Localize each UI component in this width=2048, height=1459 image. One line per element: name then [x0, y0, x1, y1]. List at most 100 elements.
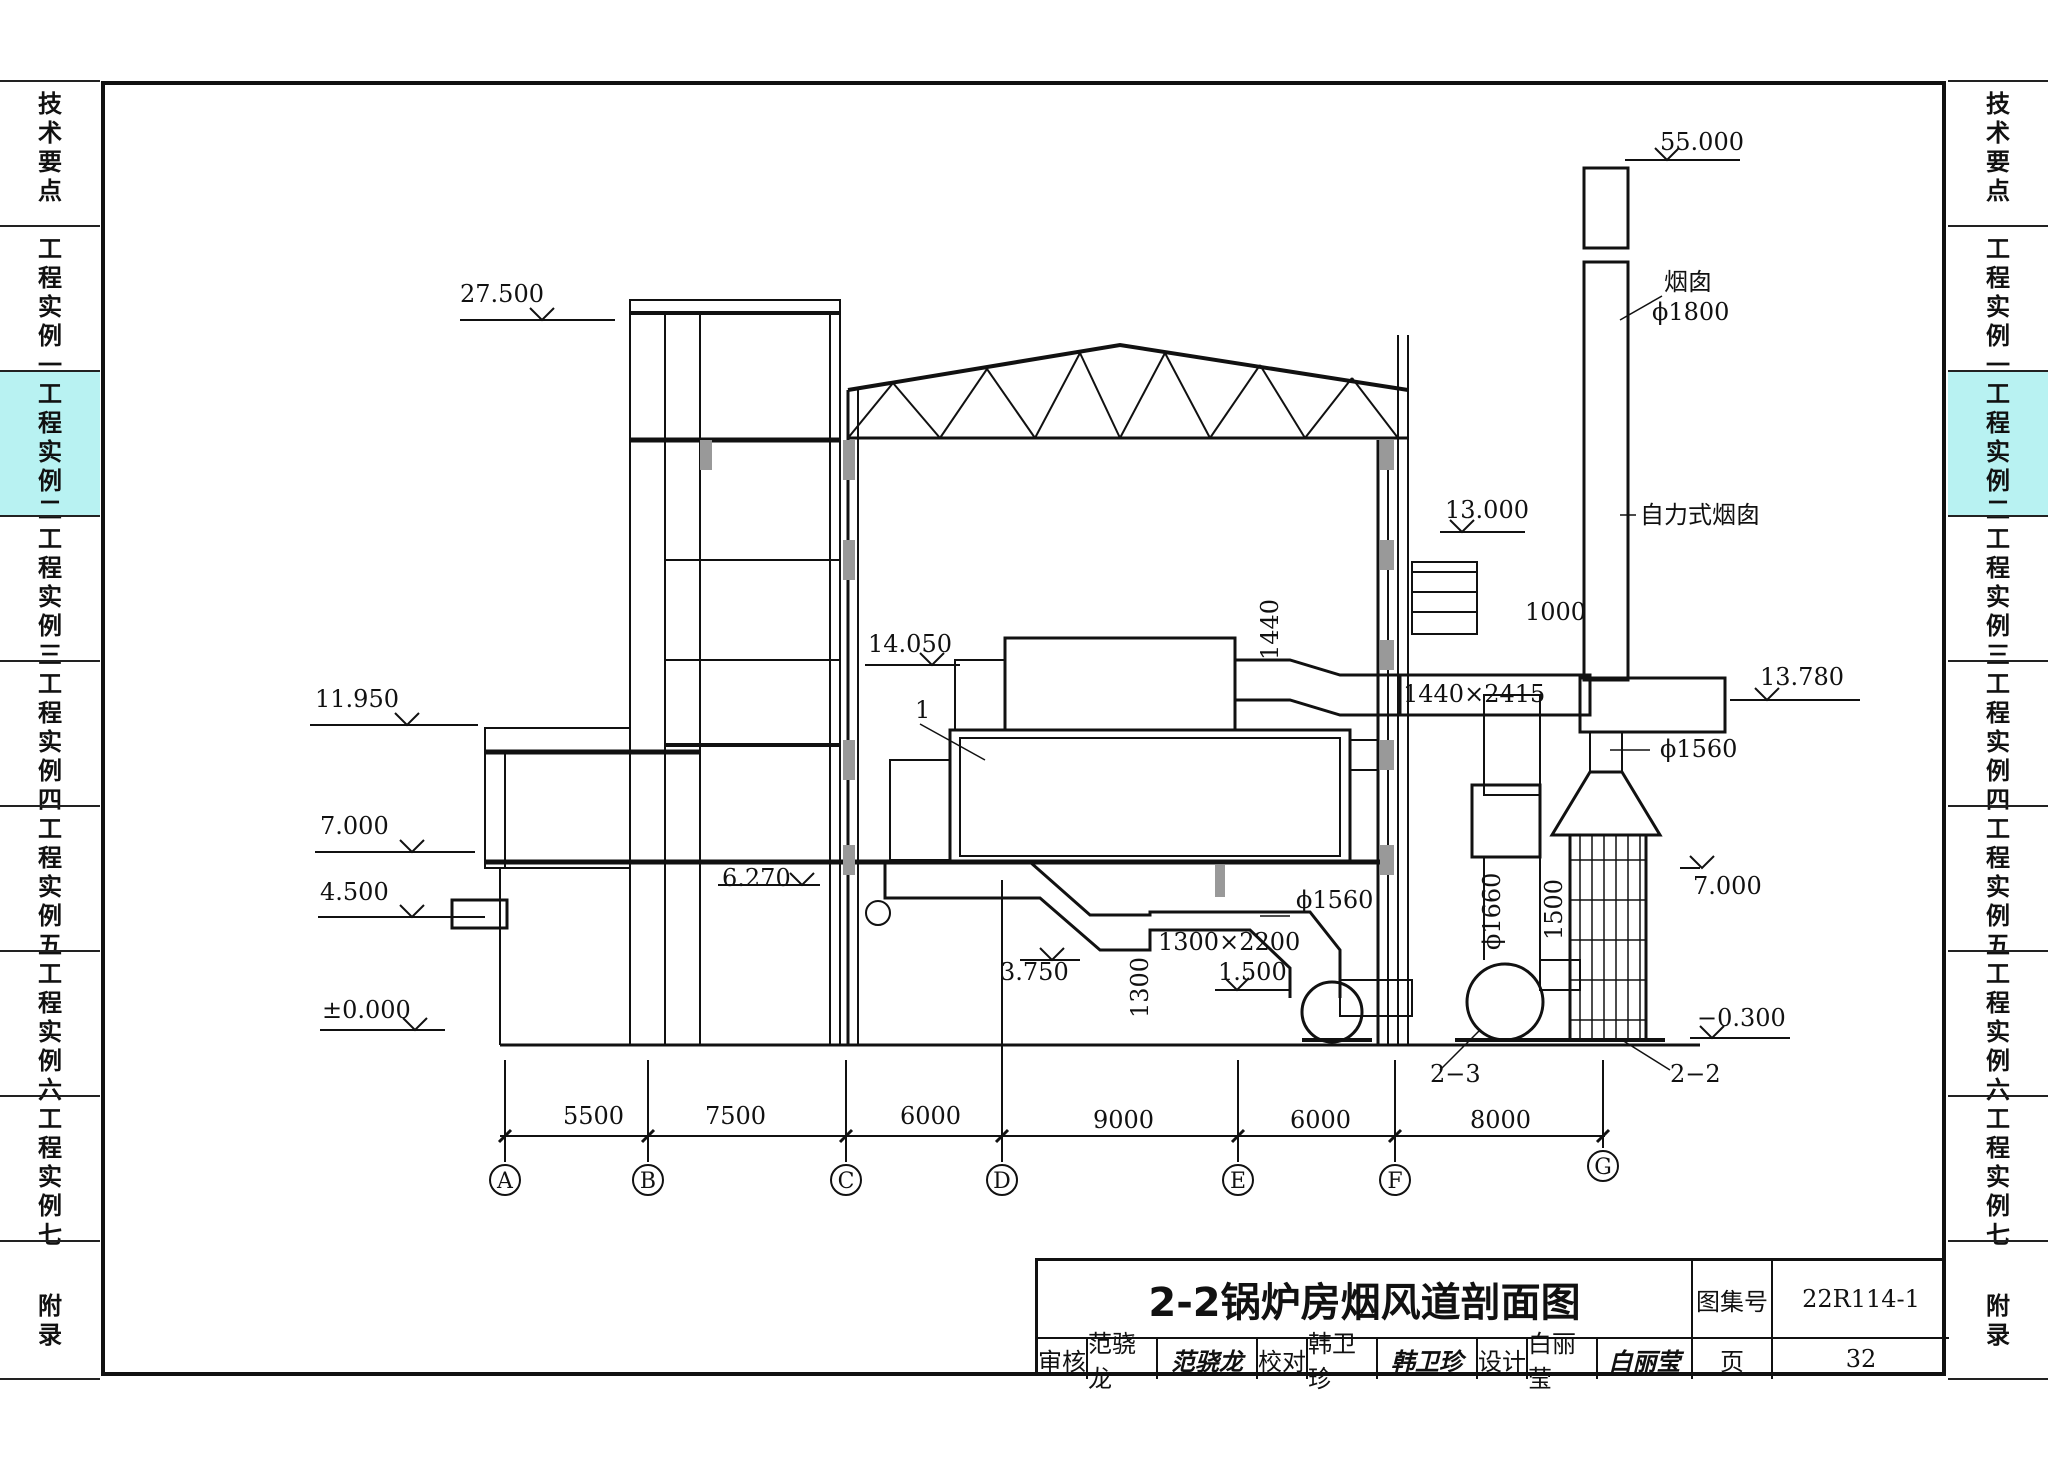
- tab-label: 工程实例六: [1986, 960, 2010, 1104]
- title-block: 2-2锅炉房烟风道剖面图 图集号 22R114-1 审核 范骁龙 范骁龙 校对 …: [1035, 1258, 1949, 1393]
- tab-label: 技术要点: [1986, 90, 2010, 205]
- span-e-f: 6000: [1290, 1106, 1351, 1134]
- axis-c: C: [838, 1169, 855, 1194]
- tab-technical-points[interactable]: 技术要点: [0, 80, 100, 225]
- designer-name: 白丽莹: [1528, 1330, 1598, 1393]
- tab-example-3[interactable]: 工程实例三: [1948, 515, 2048, 669]
- axis-f: F: [1387, 1169, 1402, 1194]
- chimney-hopper: [1549, 770, 1663, 837]
- checker-name: 韩卫珍: [1308, 1330, 1378, 1393]
- tab-label: 工程实例三: [38, 525, 62, 669]
- checker-signature: 韩卫珍: [1378, 1339, 1478, 1379]
- axis-d: D: [993, 1169, 1011, 1194]
- tab-label: 工程实例二: [38, 380, 62, 524]
- chimney-label: 烟囱: [1664, 268, 1712, 296]
- drawing-frame: [101, 81, 1946, 1376]
- duct-size-1440x2415: 1440×2415: [1403, 680, 1545, 708]
- tab-label: 工程实例七: [38, 1105, 62, 1249]
- span-f-g: 8000: [1470, 1106, 1531, 1134]
- tab-example-1[interactable]: 工程实例一: [0, 225, 100, 379]
- elevation-14050: 14.050: [868, 630, 952, 658]
- elevation-0000: ±0.000: [322, 996, 411, 1024]
- tab-example-7[interactable]: 工程实例七: [0, 1095, 100, 1249]
- axis-e: E: [1230, 1169, 1246, 1194]
- drawing-title: 2-2锅炉房烟风道剖面图: [1038, 1261, 1693, 1339]
- tab-example-2[interactable]: 工程实例二: [1948, 370, 2048, 524]
- item-1-label: 1: [915, 696, 930, 724]
- tab-appendix[interactable]: 附录: [0, 1240, 100, 1380]
- elevation-55000: 55.000: [1660, 128, 1744, 156]
- axis-a: A: [496, 1169, 514, 1194]
- tab-example-5[interactable]: 工程实例五: [0, 805, 100, 959]
- atlas-number: 22R114-1: [1773, 1261, 1949, 1339]
- diameter-1560-right: ϕ1560: [1660, 735, 1737, 763]
- structural-pillars: [700, 440, 1394, 897]
- page-number: 32: [1845, 1345, 1877, 1373]
- tab-label: 附录: [1986, 1292, 2010, 1349]
- air-duct-lower: [883, 860, 1292, 998]
- tab-example-4[interactable]: 工程实例四: [1948, 660, 2048, 814]
- elevation-minus-0300: −0.300: [1697, 1004, 1786, 1032]
- elevation-7000-right: 7.000: [1693, 872, 1762, 900]
- tab-example-2[interactable]: 工程实例二: [0, 370, 100, 524]
- flue-duct-upper: [1235, 658, 1400, 677]
- roof-truss-top: [847, 342, 1409, 392]
- tab-label: 工程实例二: [1986, 380, 2010, 524]
- reviewer-signature: 范骁龙: [1158, 1339, 1258, 1379]
- diameter-1660: ϕ1660: [1478, 873, 1506, 950]
- span-b-c: 7500: [705, 1102, 766, 1130]
- elevation-13780: 13.780: [1760, 663, 1844, 691]
- blower-fan-right: [1465, 962, 1545, 1042]
- elevation-27500: 27.500: [460, 280, 544, 308]
- elevation-6270: 6.270: [722, 864, 791, 892]
- tab-label: 工程实例四: [1986, 670, 2010, 814]
- tab-appendix[interactable]: 附录: [1948, 1240, 2048, 1380]
- chimney-diameter-label: ϕ1800: [1652, 298, 1729, 326]
- elevation-1500: 1.500: [1218, 958, 1287, 986]
- elevation-markers: [310, 147, 1860, 1040]
- burner: [889, 759, 951, 861]
- page-label: 页: [1693, 1339, 1773, 1379]
- design-label: 设计: [1478, 1339, 1528, 1379]
- designer-signature: 白丽莹: [1598, 1339, 1693, 1379]
- tall-tower: [629, 299, 841, 1046]
- atlas-label: 图集号: [1693, 1261, 1773, 1339]
- tab-label: 技术要点: [38, 90, 62, 205]
- section-2-3-label: 2−3: [1430, 1060, 1481, 1088]
- louver-intake: [1411, 561, 1478, 635]
- annex-building: [484, 727, 631, 869]
- tab-example-4[interactable]: 工程实例四: [0, 660, 100, 814]
- chimney-shaft: [1582, 260, 1630, 682]
- diameter-1560-left: ϕ1560: [1296, 886, 1373, 914]
- chimney-top: [1582, 166, 1630, 250]
- axis-dimension-line: [489, 880, 1619, 1196]
- duct-1440x2415: [1398, 673, 1592, 717]
- span-d-e: 9000: [1093, 1106, 1154, 1134]
- boiler-body: [948, 728, 1352, 864]
- tab-example-6[interactable]: 工程实例六: [0, 950, 100, 1104]
- dimension-1440: 1440: [1256, 599, 1284, 660]
- leader-lines: [919, 295, 1671, 1071]
- reviewer-name: 范骁龙: [1088, 1330, 1158, 1393]
- tab-technical-points[interactable]: 技术要点: [1948, 80, 2048, 225]
- elevation-4500: 4.500: [320, 878, 389, 906]
- tab-example-3[interactable]: 工程实例三: [0, 515, 100, 669]
- check-label: 校对: [1258, 1339, 1308, 1379]
- economizer: [1003, 636, 1237, 732]
- tab-label: 工程实例三: [1986, 525, 2010, 669]
- tab-example-6[interactable]: 工程实例六: [1948, 950, 2048, 1104]
- tab-example-7[interactable]: 工程实例七: [1948, 1095, 2048, 1249]
- tab-label: 工程实例六: [38, 960, 62, 1104]
- entrance-canopy: [450, 898, 509, 930]
- tab-label: 工程实例五: [38, 815, 62, 959]
- tab-example-1[interactable]: 工程实例一: [1948, 225, 2048, 379]
- dimension-1300: 1300: [1126, 957, 1154, 1018]
- tab-label: 工程实例一: [38, 235, 62, 379]
- span-a-b: 5500: [563, 1102, 624, 1130]
- chimney-base-cage: [1568, 833, 1648, 1042]
- duct-size-1300x2200: 1300×2200: [1158, 928, 1300, 956]
- tab-label: 工程实例四: [38, 670, 62, 814]
- dimension-1500: 1500: [1540, 879, 1568, 940]
- tab-example-5[interactable]: 工程实例五: [1948, 805, 2048, 959]
